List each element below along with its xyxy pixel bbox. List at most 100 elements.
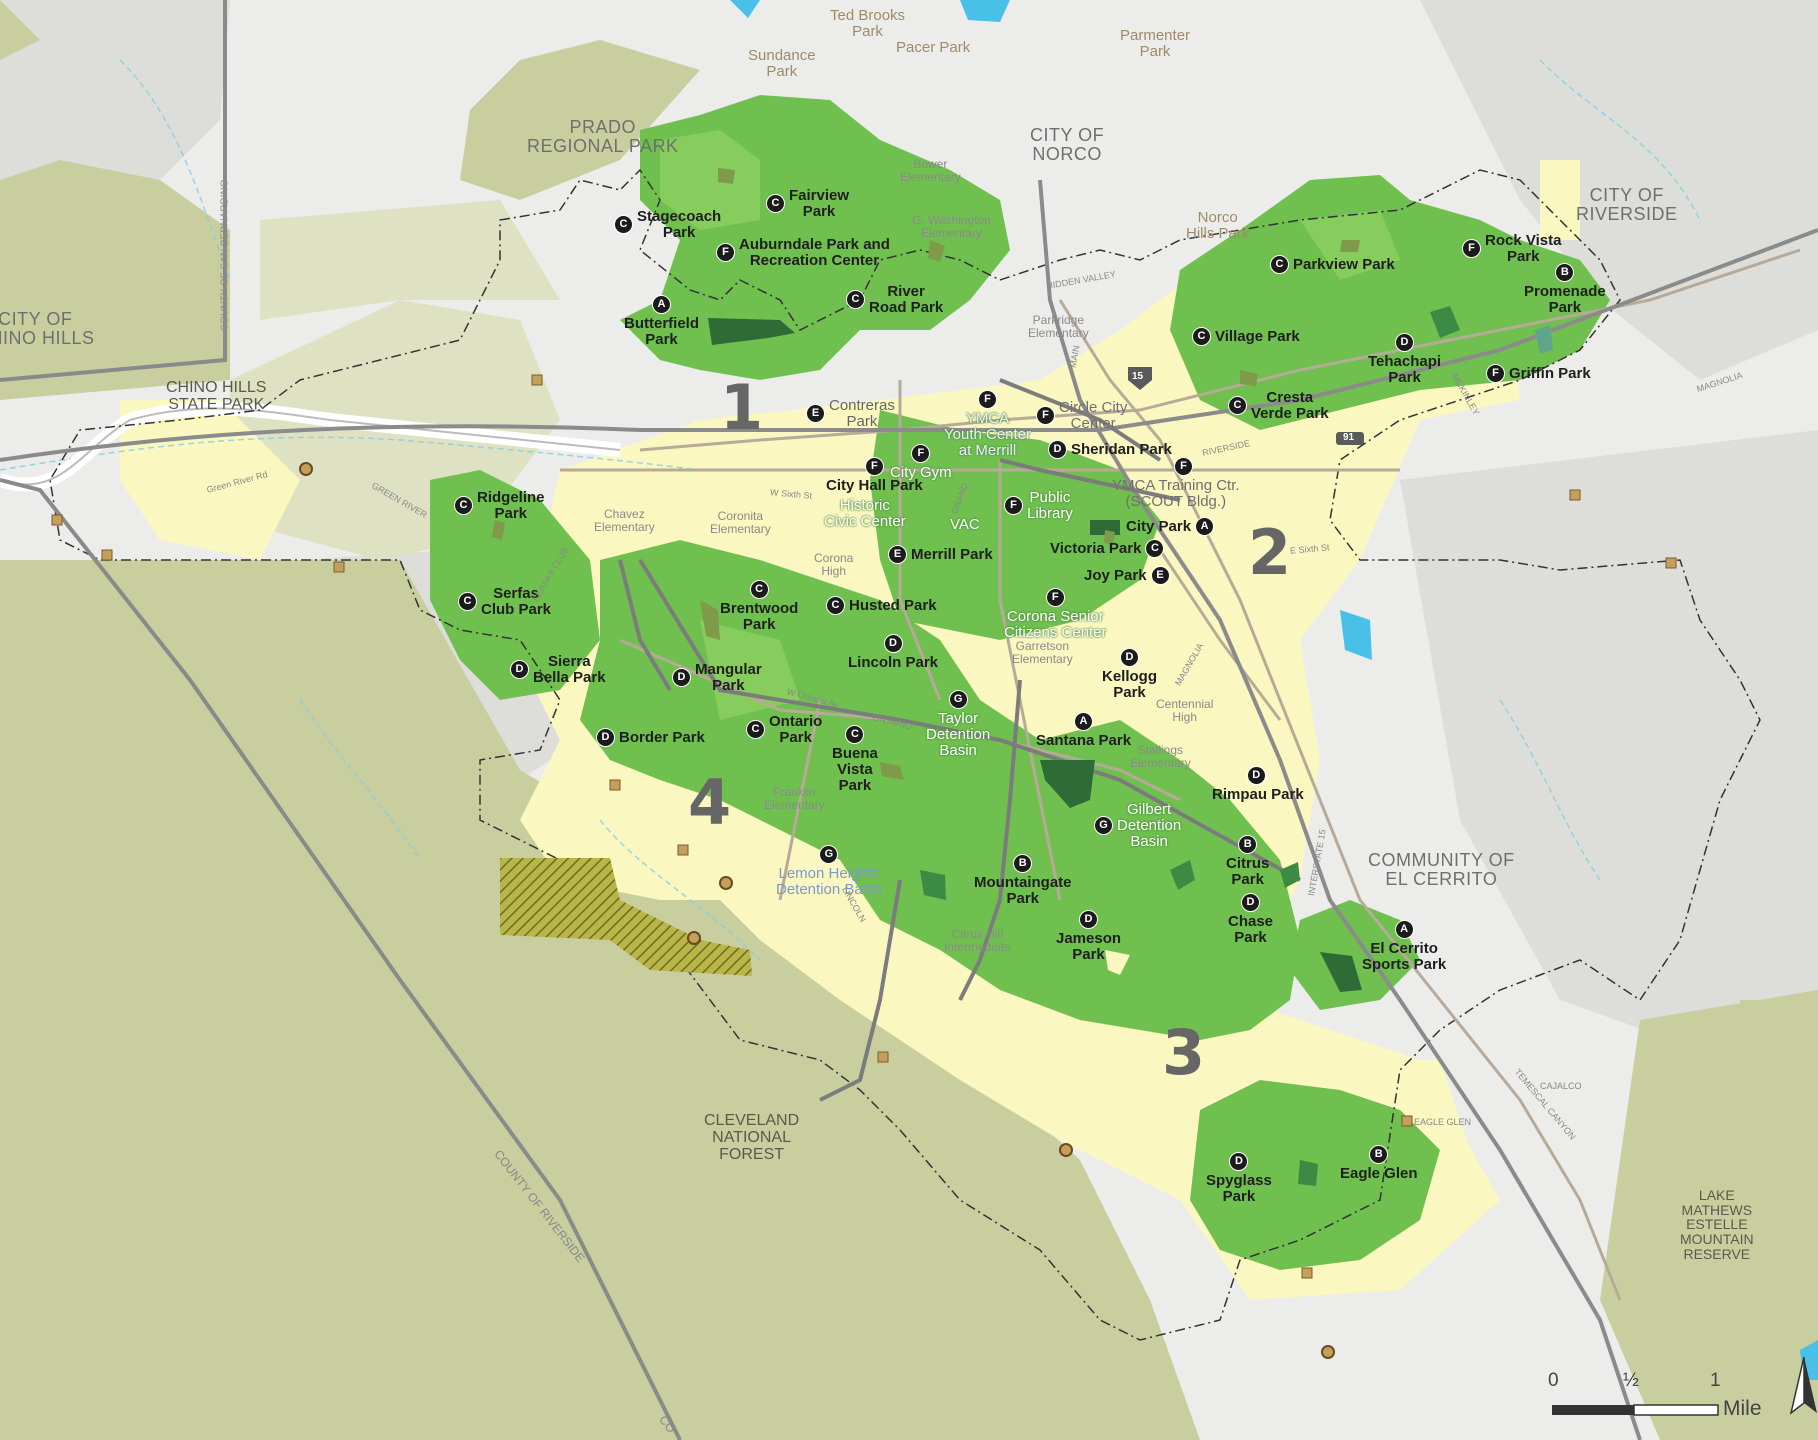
park-name: Ontario Park (769, 713, 823, 746)
park-name: El Cerrito Sports Park (1362, 940, 1447, 973)
park-name: Ridgeline Park (477, 489, 545, 522)
park-name: Eagle Glen (1340, 1165, 1418, 1182)
park-category-badge: D (1048, 440, 1067, 459)
facility-category-badge: F (1045, 588, 1065, 607)
park-category-badge: C (845, 725, 865, 744)
facility-category-badge: F (978, 390, 997, 409)
outside-park-norco-hills: Norco Hills Park (1186, 209, 1250, 242)
facility-category-badge: F (1036, 406, 1055, 426)
facility-category-badge: F (911, 444, 931, 463)
region-city-of-chino-hills: CITY OF CHINO HILLS (0, 309, 95, 348)
facility-name: Gilbert Detention Basin (1117, 801, 1182, 850)
park-category-badge: D (1246, 766, 1266, 785)
route-91-shield-label: 91 (1343, 432, 1355, 443)
park-category-badge: C (458, 592, 477, 612)
park-category-badge: B (1555, 263, 1575, 282)
park-category-badge: D (883, 634, 903, 653)
facility-category-badge: F (1004, 496, 1023, 516)
park-name: Border Park (619, 728, 705, 746)
park-category-badge: B (1013, 854, 1033, 873)
facility-name: VAC (950, 516, 980, 533)
north-arrow-icon (1790, 1356, 1817, 1415)
facility-category-badge: G (1094, 816, 1113, 836)
outside-park-parmenter: Parmenter Park (1120, 27, 1191, 60)
facility-vac[interactable]: VAC (950, 517, 980, 533)
school-centennial-high: Centennial High (1156, 697, 1214, 724)
park-name: Cresta Verde Park (1251, 389, 1329, 422)
facility-name: YMCA Youth Center at Merrill (944, 410, 1032, 459)
district-number-1: 1 (720, 371, 764, 444)
county-label-san-bernardino: COUNTY OF SAN BERNARDINO (219, 179, 231, 332)
facility-category-badge: F (1174, 457, 1193, 476)
outside-park-ted-brooks: Ted Brooks Park (830, 7, 906, 40)
interstate-15-shield-label: 15 (1132, 371, 1144, 382)
park-category-badge: D (596, 728, 615, 747)
park-category-badge: C (1270, 255, 1289, 274)
roads (560, 248, 1801, 1301)
scale-bar-graphic (1552, 1404, 1719, 1416)
road-eagle-glen: EAGLE GLEN (1414, 1117, 1472, 1127)
park-name: Contreras Park (829, 397, 895, 430)
trailhead-markers (51, 374, 1677, 1279)
park-category-badge: F (1462, 239, 1481, 259)
region-city-of-norco: CITY OF NORCO (1030, 125, 1105, 164)
park-name: Chase Park (1228, 913, 1274, 946)
park-category-badge: F (716, 243, 735, 263)
scale-unit-label: Mile (1723, 1397, 1762, 1420)
county-line-north (0, 0, 227, 382)
facility-historic-civic-center[interactable]: Historic Civic Center (824, 498, 906, 530)
outside-park-pacer: Pacer Park (896, 39, 971, 56)
facility-category-badge: G (948, 690, 968, 709)
park-name: Lincoln Park (848, 654, 939, 671)
park-category-badge: C (746, 720, 765, 740)
